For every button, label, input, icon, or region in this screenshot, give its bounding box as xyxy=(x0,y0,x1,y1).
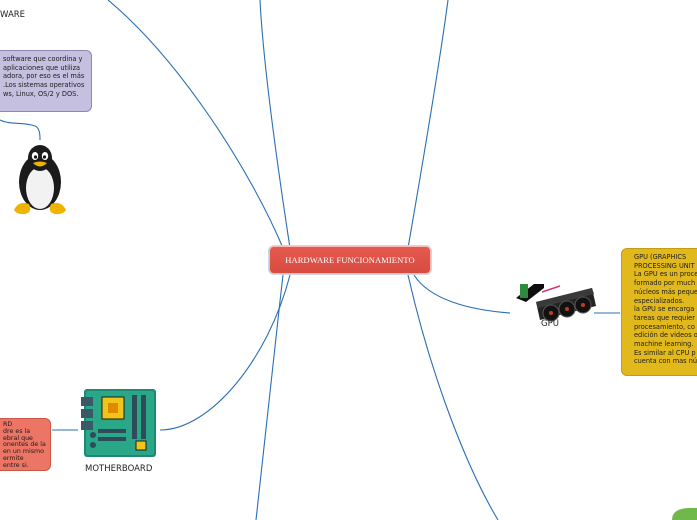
connector-top-right xyxy=(407,0,449,249)
motherboard-icon xyxy=(81,389,156,457)
motherboard-note-line: entre si. xyxy=(3,461,29,469)
software-note-line: software que coordina y xyxy=(3,55,83,63)
gpu-note-line: PROCESSING UNIT xyxy=(634,261,695,270)
gpu-note-line: Es similar al CPU p xyxy=(634,348,696,357)
software-label: WARE xyxy=(0,10,26,20)
connector-bottom-left xyxy=(255,274,284,520)
motherboard-note-line: ebral que xyxy=(3,434,33,442)
connector-gpu xyxy=(413,274,511,314)
motherboard-note[interactable]: RD dre es la ebral que onentes de la en … xyxy=(0,418,51,471)
gpu-note[interactable]: GPU (GRAPHICS PROCESSING UNIT La GPU es … xyxy=(621,248,697,376)
motherboard-note-line: RD xyxy=(3,421,13,428)
gpu-note-line: cuenta con mas nú xyxy=(634,357,697,366)
gpu-label: GPU xyxy=(541,319,559,329)
connector-bottom-right xyxy=(407,274,499,520)
gpu-note-line: machine learning. xyxy=(634,340,694,349)
software-note-line: ws, Linux, OS/2 y DOS. xyxy=(3,89,79,98)
software-note-line: aplicaciones que utiliza xyxy=(3,63,81,72)
gpu-note-line: edición de videos o xyxy=(634,331,697,340)
software-note-line: .Los sistemas operativos xyxy=(3,81,85,90)
motherboard-note-line: dre es la xyxy=(3,427,31,435)
connector-motherboard xyxy=(159,274,291,431)
gpu-note-line: tareas que requier xyxy=(634,313,695,322)
gpu-note-line: GPU (GRAPHICS xyxy=(634,253,687,261)
gpu-note-line: formado por much xyxy=(634,279,696,288)
gpu-note-line: La GPU es un proce xyxy=(634,270,697,279)
software-note[interactable]: software que coordina y aplicaciones que… xyxy=(0,50,92,112)
connector-software xyxy=(107,0,284,249)
gpu-note-line: la GPU se encarga xyxy=(634,305,695,314)
connectors xyxy=(0,0,620,520)
gpu-note-line: procesamiento, co xyxy=(634,322,695,331)
motherboard-note-line: onentes de la xyxy=(3,441,46,449)
linux-penguin-icon xyxy=(14,145,66,215)
corner-badge xyxy=(672,508,697,520)
graphics-card-icon xyxy=(516,284,596,322)
connector-top-left xyxy=(259,0,291,249)
motherboard-note-line: en un mismo xyxy=(3,448,45,456)
central-node-title: HARDWARE FUNCIONAMIENTO xyxy=(285,255,415,265)
software-note-line: adora, por eso es el más xyxy=(3,72,85,81)
motherboard-note-line: ermite xyxy=(3,454,24,462)
gpu-note-line: especializados. xyxy=(634,296,685,305)
motherboard-label: MOTHERBOARD xyxy=(85,464,153,474)
connector-software-image xyxy=(0,119,41,141)
gpu-note-line: núcleos más peque xyxy=(634,287,697,296)
central-node[interactable]: HARDWARE FUNCIONAMIENTO xyxy=(268,245,432,275)
